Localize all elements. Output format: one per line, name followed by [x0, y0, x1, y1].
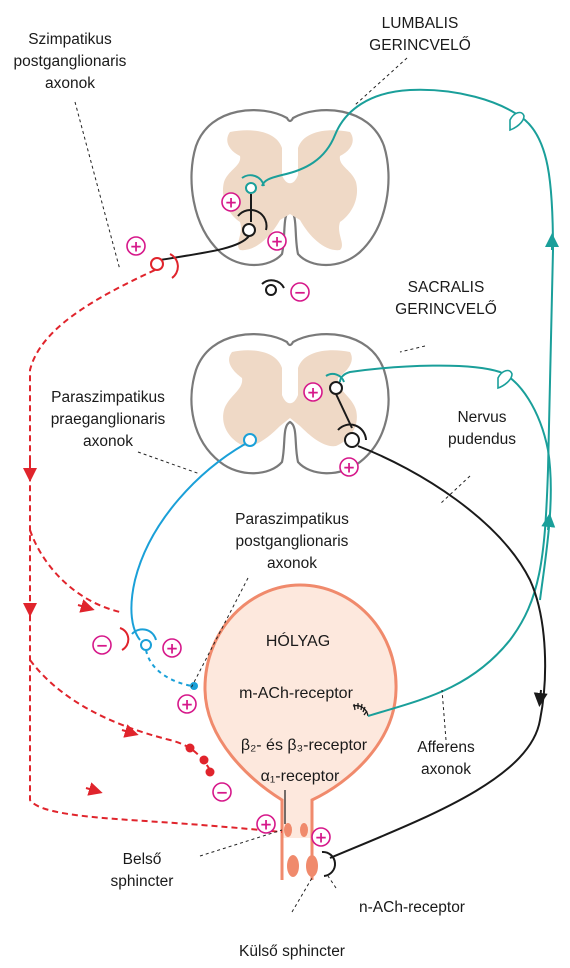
parasympathetic-pre-label-2: praeganglionaris — [51, 411, 166, 428]
svg-text:−: − — [96, 637, 109, 655]
sacral-cord-label-1: SACRALIS — [408, 279, 485, 296]
external-sphincter-left — [287, 855, 299, 877]
svg-text:+: + — [260, 816, 273, 834]
parasympathetic-post-label-2: postganglionaris — [236, 533, 349, 550]
parasympathetic-pre-label-3: axonok — [83, 433, 133, 450]
plus-sign-external-sphincter: + — [311, 827, 331, 847]
svg-text:−: − — [216, 784, 229, 802]
sacral-cord-label-2: GERINCVELŐ — [395, 301, 497, 318]
n-ach-receptor-label: n-ACh-receptor — [359, 899, 465, 916]
svg-text:+: + — [181, 696, 194, 714]
sacral-neurons — [130, 381, 548, 877]
bladder-label: HÓLYAG — [266, 631, 330, 650]
svg-text:+: + — [343, 459, 356, 477]
afferent-label-1: Afferens — [417, 739, 475, 756]
plus-sign-pelvic-ganglion: + — [162, 638, 182, 658]
pudendal-nerve-label-2: pudendus — [448, 431, 516, 448]
sympathetic-label-3: axonok — [45, 75, 95, 92]
bladder — [203, 583, 398, 880]
lumbar-cord-label-2: GERINCVELŐ — [369, 37, 471, 54]
svg-text:+: + — [166, 640, 179, 658]
svg-text:−: − — [294, 284, 307, 302]
plus-sign-internal-sphincter: + — [256, 814, 276, 834]
afferent-pathway — [241, 88, 559, 717]
svg-text:+: + — [130, 238, 143, 256]
parasympathetic-post-label-3: axonok — [267, 555, 317, 572]
external-sphincter-right — [306, 855, 318, 877]
svg-text:+: + — [315, 829, 328, 847]
plus-sign-sacral-afferent: + — [303, 382, 323, 402]
alpha-receptor-label: α₁-receptor — [261, 768, 340, 785]
internal-sphincter-label-2: sphincter — [111, 873, 174, 890]
stretch-receptor-icon — [352, 703, 369, 717]
dorsal-root-ganglion-sacral — [497, 369, 513, 390]
lumbar-neurons — [150, 194, 285, 296]
m-ach-receptor-label: m-ACh-receptor — [239, 685, 353, 702]
internal-sphincter-label-1: Belső — [123, 851, 162, 868]
sign-markers: + + + − + + − + + − + + — [92, 192, 359, 847]
sacral-spinal-cord — [190, 333, 390, 475]
dorsal-root-ganglion-lumbar — [509, 111, 525, 132]
internal-sphincter-left — [284, 823, 292, 837]
afferent-label-2: axonok — [421, 761, 471, 778]
minus-sign-lumbar-pudendal: − — [290, 282, 310, 302]
svg-text:+: + — [307, 384, 320, 402]
plus-sign-detrusor: + — [177, 694, 197, 714]
minus-sign-pelvic-ganglion: − — [92, 635, 112, 655]
lumbar-spinal-cord — [190, 109, 390, 266]
pudendal-nerve-label-1: Nervus — [457, 409, 506, 426]
plus-sign-sacral-motor: + — [339, 457, 359, 477]
leader-lines — [74, 57, 471, 913]
sympathetic-label-1: Szimpatikus — [28, 31, 112, 48]
internal-sphincter-right — [300, 823, 308, 837]
svg-text:+: + — [225, 194, 238, 212]
sympathetic-pathway — [23, 269, 283, 833]
beta-receptor-label: β₂- és β₃-receptor — [241, 737, 368, 754]
parasympathetic-post-label-1: Paraszimpatikus — [235, 511, 349, 528]
svg-text:+: + — [271, 233, 284, 251]
plus-sign-lumbar-motor: + — [267, 231, 287, 251]
parasympathetic-pre-label-1: Paraszimpatikus — [51, 389, 165, 406]
sympathetic-label-2: postganglionaris — [14, 53, 127, 70]
text-labels: LUMBALIS GERINCVELŐ Szimpatikus postgang… — [14, 15, 517, 960]
lumbar-cord-label-1: LUMBALIS — [382, 15, 459, 32]
plus-sign-lumbar-afferent: + — [221, 192, 241, 212]
external-sphincter-label: Külső sphincter — [239, 943, 345, 960]
plus-sign-sympathetic-ganglion: + — [126, 236, 146, 256]
minus-sign-beta-receptor: − — [212, 782, 232, 802]
